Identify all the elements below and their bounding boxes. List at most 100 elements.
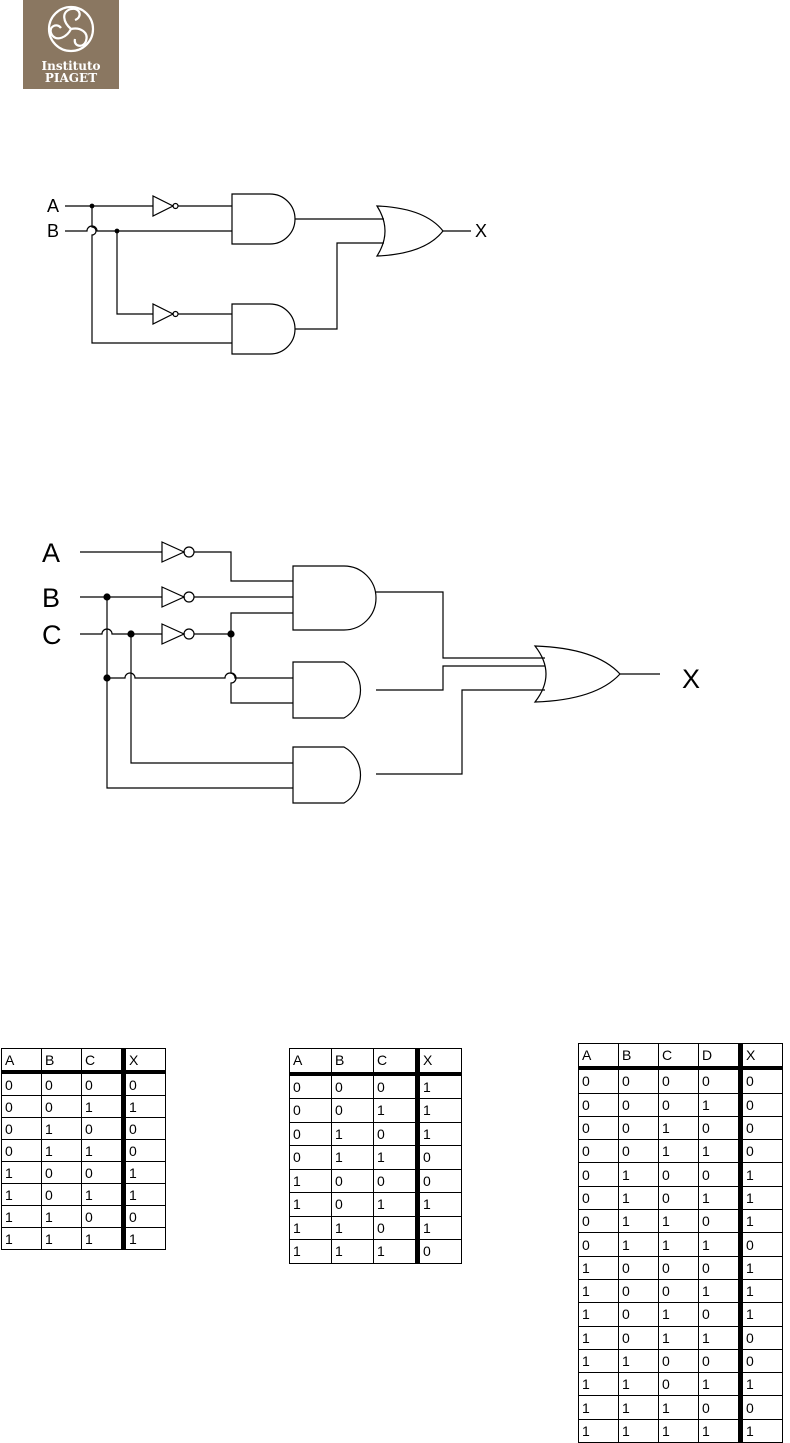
logic-circuit-1: A B X	[47, 193, 487, 355]
table-cell: 1	[578, 1325, 619, 1350]
table-cell: 0	[578, 1092, 619, 1117]
table-cell: 0	[658, 1278, 699, 1304]
table-cell: 0	[618, 1325, 659, 1350]
table-cell: 1	[698, 1372, 741, 1397]
table-cell: 0	[618, 1139, 659, 1164]
table-cell: 0	[289, 1073, 332, 1099]
table-cell: 1	[41, 1205, 82, 1228]
table-cell: 1	[1, 1205, 42, 1228]
wire-and1-out	[376, 591, 545, 659]
table-cell: 1	[698, 1139, 741, 1164]
wire-c	[80, 628, 162, 635]
table-cell: 0	[415, 1239, 462, 1264]
wire-b	[65, 225, 232, 232]
and-gate-1	[292, 565, 377, 631]
table-cell: 1	[738, 1302, 783, 1327]
table-cell: 1	[738, 1209, 783, 1234]
table-cell: 0	[618, 1255, 659, 1280]
wire-notc	[194, 612, 293, 635]
not-gate-1	[152, 195, 175, 217]
table-cell: 0	[41, 1095, 82, 1118]
and-gate-2	[292, 661, 362, 719]
table-cell: 1	[658, 1395, 699, 1420]
table-cell: 0	[1, 1071, 42, 1096]
table-cell: 1	[698, 1232, 741, 1257]
table-cell: 1	[578, 1255, 619, 1280]
table-cell: 1	[578, 1278, 619, 1304]
table-cell: 1	[658, 1418, 699, 1443]
table-cell: 0	[738, 1092, 783, 1117]
table-cell: 0	[618, 1302, 659, 1327]
table-cell: 1	[331, 1145, 374, 1170]
table-cell: 0	[738, 1067, 783, 1094]
table-cell: 0	[81, 1117, 124, 1140]
table-cell: 1	[578, 1418, 619, 1443]
table-cell: 1	[81, 1227, 124, 1250]
or-gate	[533, 645, 621, 703]
table-cell: 1	[618, 1418, 659, 1443]
table-cell: 1	[698, 1418, 741, 1443]
table-cell: 1	[1, 1161, 42, 1184]
table-cell: 0	[698, 1302, 741, 1327]
table-cell: 0	[698, 1209, 741, 1234]
table-cell: 1	[121, 1095, 166, 1118]
table-cell: 0	[331, 1073, 374, 1099]
table-cell: 0	[373, 1073, 418, 1099]
table-cell: 0	[698, 1162, 741, 1187]
column-header: B	[331, 1048, 374, 1076]
table-cell: 1	[373, 1239, 418, 1264]
table-cell: 1	[1, 1183, 42, 1206]
table-cell: 0	[415, 1145, 462, 1170]
input-label-c: C	[42, 620, 62, 650]
table-cell: 0	[373, 1121, 418, 1146]
table-cell: 1	[81, 1139, 124, 1162]
table-cell: 0	[618, 1067, 659, 1094]
table-cell: 1	[1, 1227, 42, 1250]
table-cell: 1	[373, 1145, 418, 1170]
table-cell: 0	[618, 1278, 659, 1304]
table-cell: 1	[658, 1115, 699, 1141]
table-cell: 0	[41, 1183, 82, 1206]
table-cell: 0	[658, 1162, 699, 1187]
wire-notc-to-and2	[230, 634, 293, 704]
column-header: X	[121, 1048, 166, 1074]
logic-circuit-2: A B C X	[42, 538, 700, 804]
table-cell: 0	[415, 1168, 462, 1193]
table-cell: 0	[738, 1395, 783, 1420]
not-gate-2	[152, 303, 175, 325]
triskelion-icon	[47, 5, 95, 53]
and-gate-3	[292, 746, 362, 804]
table-cell: 0	[698, 1348, 741, 1374]
table-cell: 0	[289, 1121, 332, 1146]
table-cell: 1	[331, 1215, 374, 1240]
table-cell: 0	[618, 1115, 659, 1141]
not-bubble-a	[183, 546, 195, 558]
table-cell: 0	[331, 1168, 374, 1193]
table-cell: 1	[121, 1161, 166, 1184]
not-bubble-c	[183, 628, 195, 640]
not-gate-b	[161, 586, 186, 608]
wire-nota	[194, 551, 293, 582]
table-cell: 1	[658, 1232, 699, 1257]
output-label-x: X	[475, 221, 487, 241]
table-cell: 0	[658, 1348, 699, 1374]
table-cell: 1	[578, 1348, 619, 1374]
